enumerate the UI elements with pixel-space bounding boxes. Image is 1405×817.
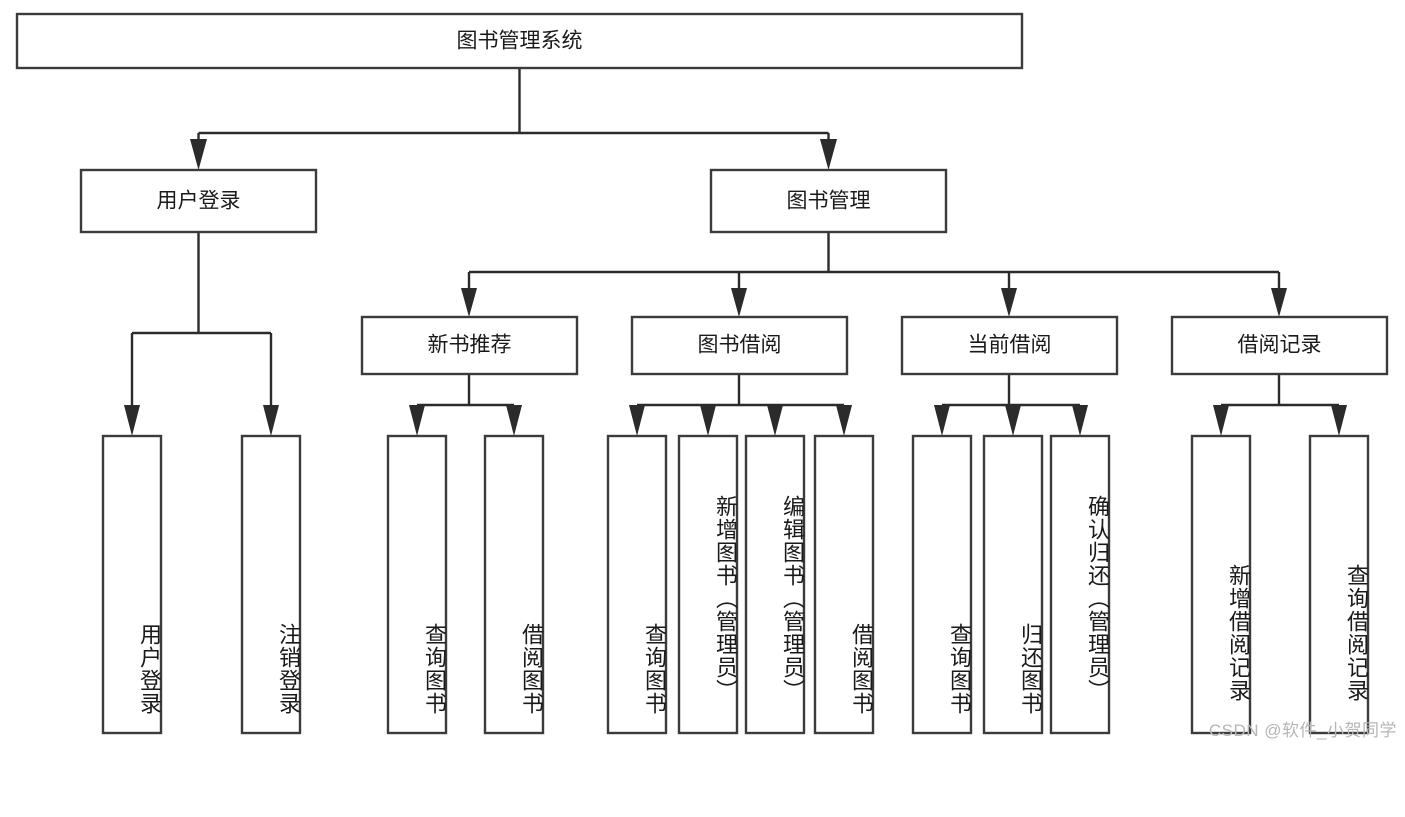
arrow-bm-to-current-icon: [1001, 288, 1017, 317]
connector-group-root: [190, 68, 837, 170]
connector-group-book-management: [461, 232, 1287, 317]
node-new-book-recommend-box[interactable]: [360, 315, 579, 376]
node-book-management-label: 图书管理: [787, 190, 871, 213]
arrow-user-login-leaf-2-icon: [263, 405, 279, 436]
connector-group-current-borrow: [934, 374, 1088, 436]
arrow-recommend-leaf-2-icon: [506, 405, 522, 436]
diagram-canvas: 图书管理系统 用户登录 图书管理 新书推荐 图书借阅 当前借阅 借阅记录: [15, 12, 1389, 735]
arrow-user-login-leaf-1-icon: [124, 405, 140, 436]
leaf-box-query-book-current[interactable]: [911, 434, 973, 735]
flowchart-diagram: 图书管理系统 用户登录 图书管理 新书推荐 图书借阅 当前借阅 借阅记录: [15, 12, 1397, 740]
leaf-box-edit-book-admin[interactable]: [744, 434, 806, 735]
leaf-box-query-book-borrow[interactable]: [606, 434, 668, 735]
arrow-borrow-leaf-4-icon: [836, 405, 852, 436]
arrow-root-to-user-login-icon: [190, 139, 207, 170]
arrow-borrow-leaf-2-icon: [700, 405, 716, 436]
arrow-bm-to-records-icon: [1271, 288, 1287, 317]
node-user-login-box[interactable]: [79, 168, 318, 234]
leaf-boxes: [101, 434, 1370, 735]
leaf-box-user-login[interactable]: [101, 434, 163, 735]
node-root-label: 图书管理系统: [457, 30, 583, 53]
node-user-login-label: 用户登录: [157, 190, 241, 213]
arrow-bm-to-recommend-icon: [461, 288, 477, 317]
connector-group-user-login: [124, 232, 279, 436]
leaf-box-logout[interactable]: [240, 434, 302, 735]
node-borrow-records[interactable]: 借阅记录: [1170, 315, 1389, 376]
node-new-book-recommend[interactable]: 新书推荐: [360, 315, 579, 376]
node-book-management-box[interactable]: [709, 168, 948, 234]
leaf-box-confirm-return-admin[interactable]: [1049, 434, 1111, 735]
node-current-borrow-label: 当前借阅: [968, 334, 1052, 357]
node-current-borrow[interactable]: 当前借阅: [900, 315, 1119, 376]
arrow-borrow-leaf-3-icon: [767, 405, 783, 436]
arrow-records-leaf-2-icon: [1331, 405, 1347, 436]
leaf-box-return-book[interactable]: [982, 434, 1044, 735]
connector-group-new-book-recommend: [409, 374, 522, 436]
leaf-box-add-borrow-record[interactable]: [1190, 434, 1252, 735]
arrow-records-leaf-1-icon: [1213, 405, 1229, 436]
arrow-current-leaf-2-icon: [1005, 405, 1021, 436]
node-user-login[interactable]: 用户登录: [79, 168, 318, 234]
node-book-borrow[interactable]: 图书借阅: [630, 315, 849, 376]
node-borrow-records-box[interactable]: [1170, 315, 1389, 376]
node-current-borrow-box[interactable]: [900, 315, 1119, 376]
node-root[interactable]: 图书管理系统: [15, 12, 1024, 70]
arrow-bm-to-borrow-icon: [731, 288, 747, 317]
connector-group-borrow-records: [1213, 374, 1347, 436]
leaf-box-borrow-book-recommend[interactable]: [483, 434, 545, 735]
node-borrow-records-label: 借阅记录: [1238, 334, 1322, 357]
arrow-current-leaf-3-icon: [1072, 405, 1088, 436]
connector-group-book-borrow: [629, 374, 852, 436]
node-book-borrow-label: 图书借阅: [698, 334, 782, 357]
csdn-watermark: CSDN @软件_小贺同学: [1208, 721, 1397, 740]
node-book-management[interactable]: 图书管理: [709, 168, 948, 234]
node-new-book-recommend-label: 新书推荐: [428, 334, 512, 357]
leaf-box-query-borrow-record[interactable]: [1308, 434, 1370, 735]
arrow-root-to-book-management-icon: [820, 139, 837, 170]
leaf-box-query-book-recommend[interactable]: [386, 434, 448, 735]
arrow-current-leaf-1-icon: [934, 405, 950, 436]
node-root-box[interactable]: [15, 12, 1024, 70]
leaf-box-add-book-admin[interactable]: [677, 434, 739, 735]
arrow-recommend-leaf-1-icon: [409, 405, 425, 436]
arrow-borrow-leaf-1-icon: [629, 405, 645, 436]
node-book-borrow-box[interactable]: [630, 315, 849, 376]
leaf-box-borrow-book[interactable]: [813, 434, 875, 735]
